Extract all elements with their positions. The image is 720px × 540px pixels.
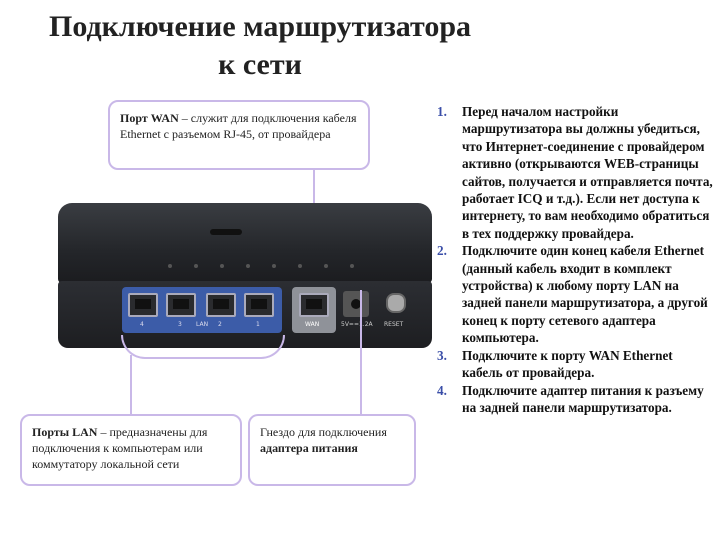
- step-item: 4. Подключите адаптер питания к разъему н…: [432, 382, 716, 417]
- instructions-list: 1. Перед началом настройки маршрутизатора…: [432, 103, 716, 416]
- step-item: 1. Перед началом настройки маршрутизатора…: [432, 103, 716, 242]
- wan-callout-text: – служит для подключения кабеля Ethernet…: [120, 111, 357, 141]
- step-text: Подключите к порту WAN Ethernet кабель о…: [462, 347, 673, 381]
- power-callout-text: Гнездо для подключения: [260, 425, 387, 439]
- lan-label-2: 2: [218, 321, 222, 328]
- lan-port-4: [128, 293, 158, 317]
- wan-port-panel: WAN: [292, 287, 336, 333]
- router-slot: [210, 229, 242, 235]
- step-text: Подключите адаптер питания к разъему на …: [462, 382, 704, 415]
- lan-callout-text: – предназначены для подключения к компью…: [32, 425, 208, 471]
- reset-label: RESET: [384, 321, 404, 328]
- lan-bracket: [121, 335, 285, 359]
- page-title: Подключение маршрутизатора к сети: [0, 8, 520, 84]
- step-text: Перед началом настройки маршрутизатора в…: [462, 104, 713, 241]
- step-item: 2. Подключите один конец кабеля Ethernet …: [432, 242, 716, 346]
- step-number: 4.: [437, 382, 447, 398]
- router-top: [58, 203, 432, 283]
- lan-connector-line: [130, 355, 132, 415]
- power-callout: Гнездо для подключения адаптера питания: [248, 414, 416, 486]
- lan-label-lan: LAN: [196, 321, 209, 328]
- lan-label-4: 4: [140, 321, 144, 328]
- power-label: 5V==1.2A: [341, 321, 373, 328]
- wan-callout-term: Порт WAN: [120, 111, 179, 125]
- wan-port: [299, 293, 329, 317]
- step-text: Подключите один конец кабеля Ethernet (д…: [462, 243, 708, 346]
- lan-port-2: [206, 293, 236, 317]
- title-line-2: к сети: [218, 48, 302, 81]
- router-leds: [168, 255, 376, 273]
- reset-button-icon: [386, 293, 406, 313]
- lan-label-1: 1: [256, 321, 260, 328]
- lan-port-1: [244, 293, 274, 317]
- step-number: 2.: [437, 243, 447, 259]
- lan-port-3: [166, 293, 196, 317]
- lan-callout: Порты LAN – предназначены для подключени…: [20, 414, 242, 486]
- lan-ports-panel: 4 3 LAN 2 1: [122, 287, 282, 333]
- router-image: 4 3 LAN 2 1 WAN 5V==1.2A RESET: [58, 203, 432, 348]
- power-jack: [343, 291, 369, 317]
- wan-label: WAN: [305, 321, 320, 328]
- title-line-1: Подключение маршрутизатора: [48, 10, 472, 43]
- step-number: 3.: [437, 347, 447, 363]
- wan-callout: Порт WAN – служит для подключения кабеля…: [108, 100, 370, 170]
- step-number: 1.: [437, 104, 447, 119]
- step-item: 3. Подключите к порту WAN Ethernet кабель…: [432, 347, 716, 382]
- power-callout-term: адаптера питания: [260, 441, 358, 455]
- power-connector-line: [360, 290, 362, 414]
- lan-label-3: 3: [178, 321, 182, 328]
- lan-callout-term: Порты LAN: [32, 425, 98, 439]
